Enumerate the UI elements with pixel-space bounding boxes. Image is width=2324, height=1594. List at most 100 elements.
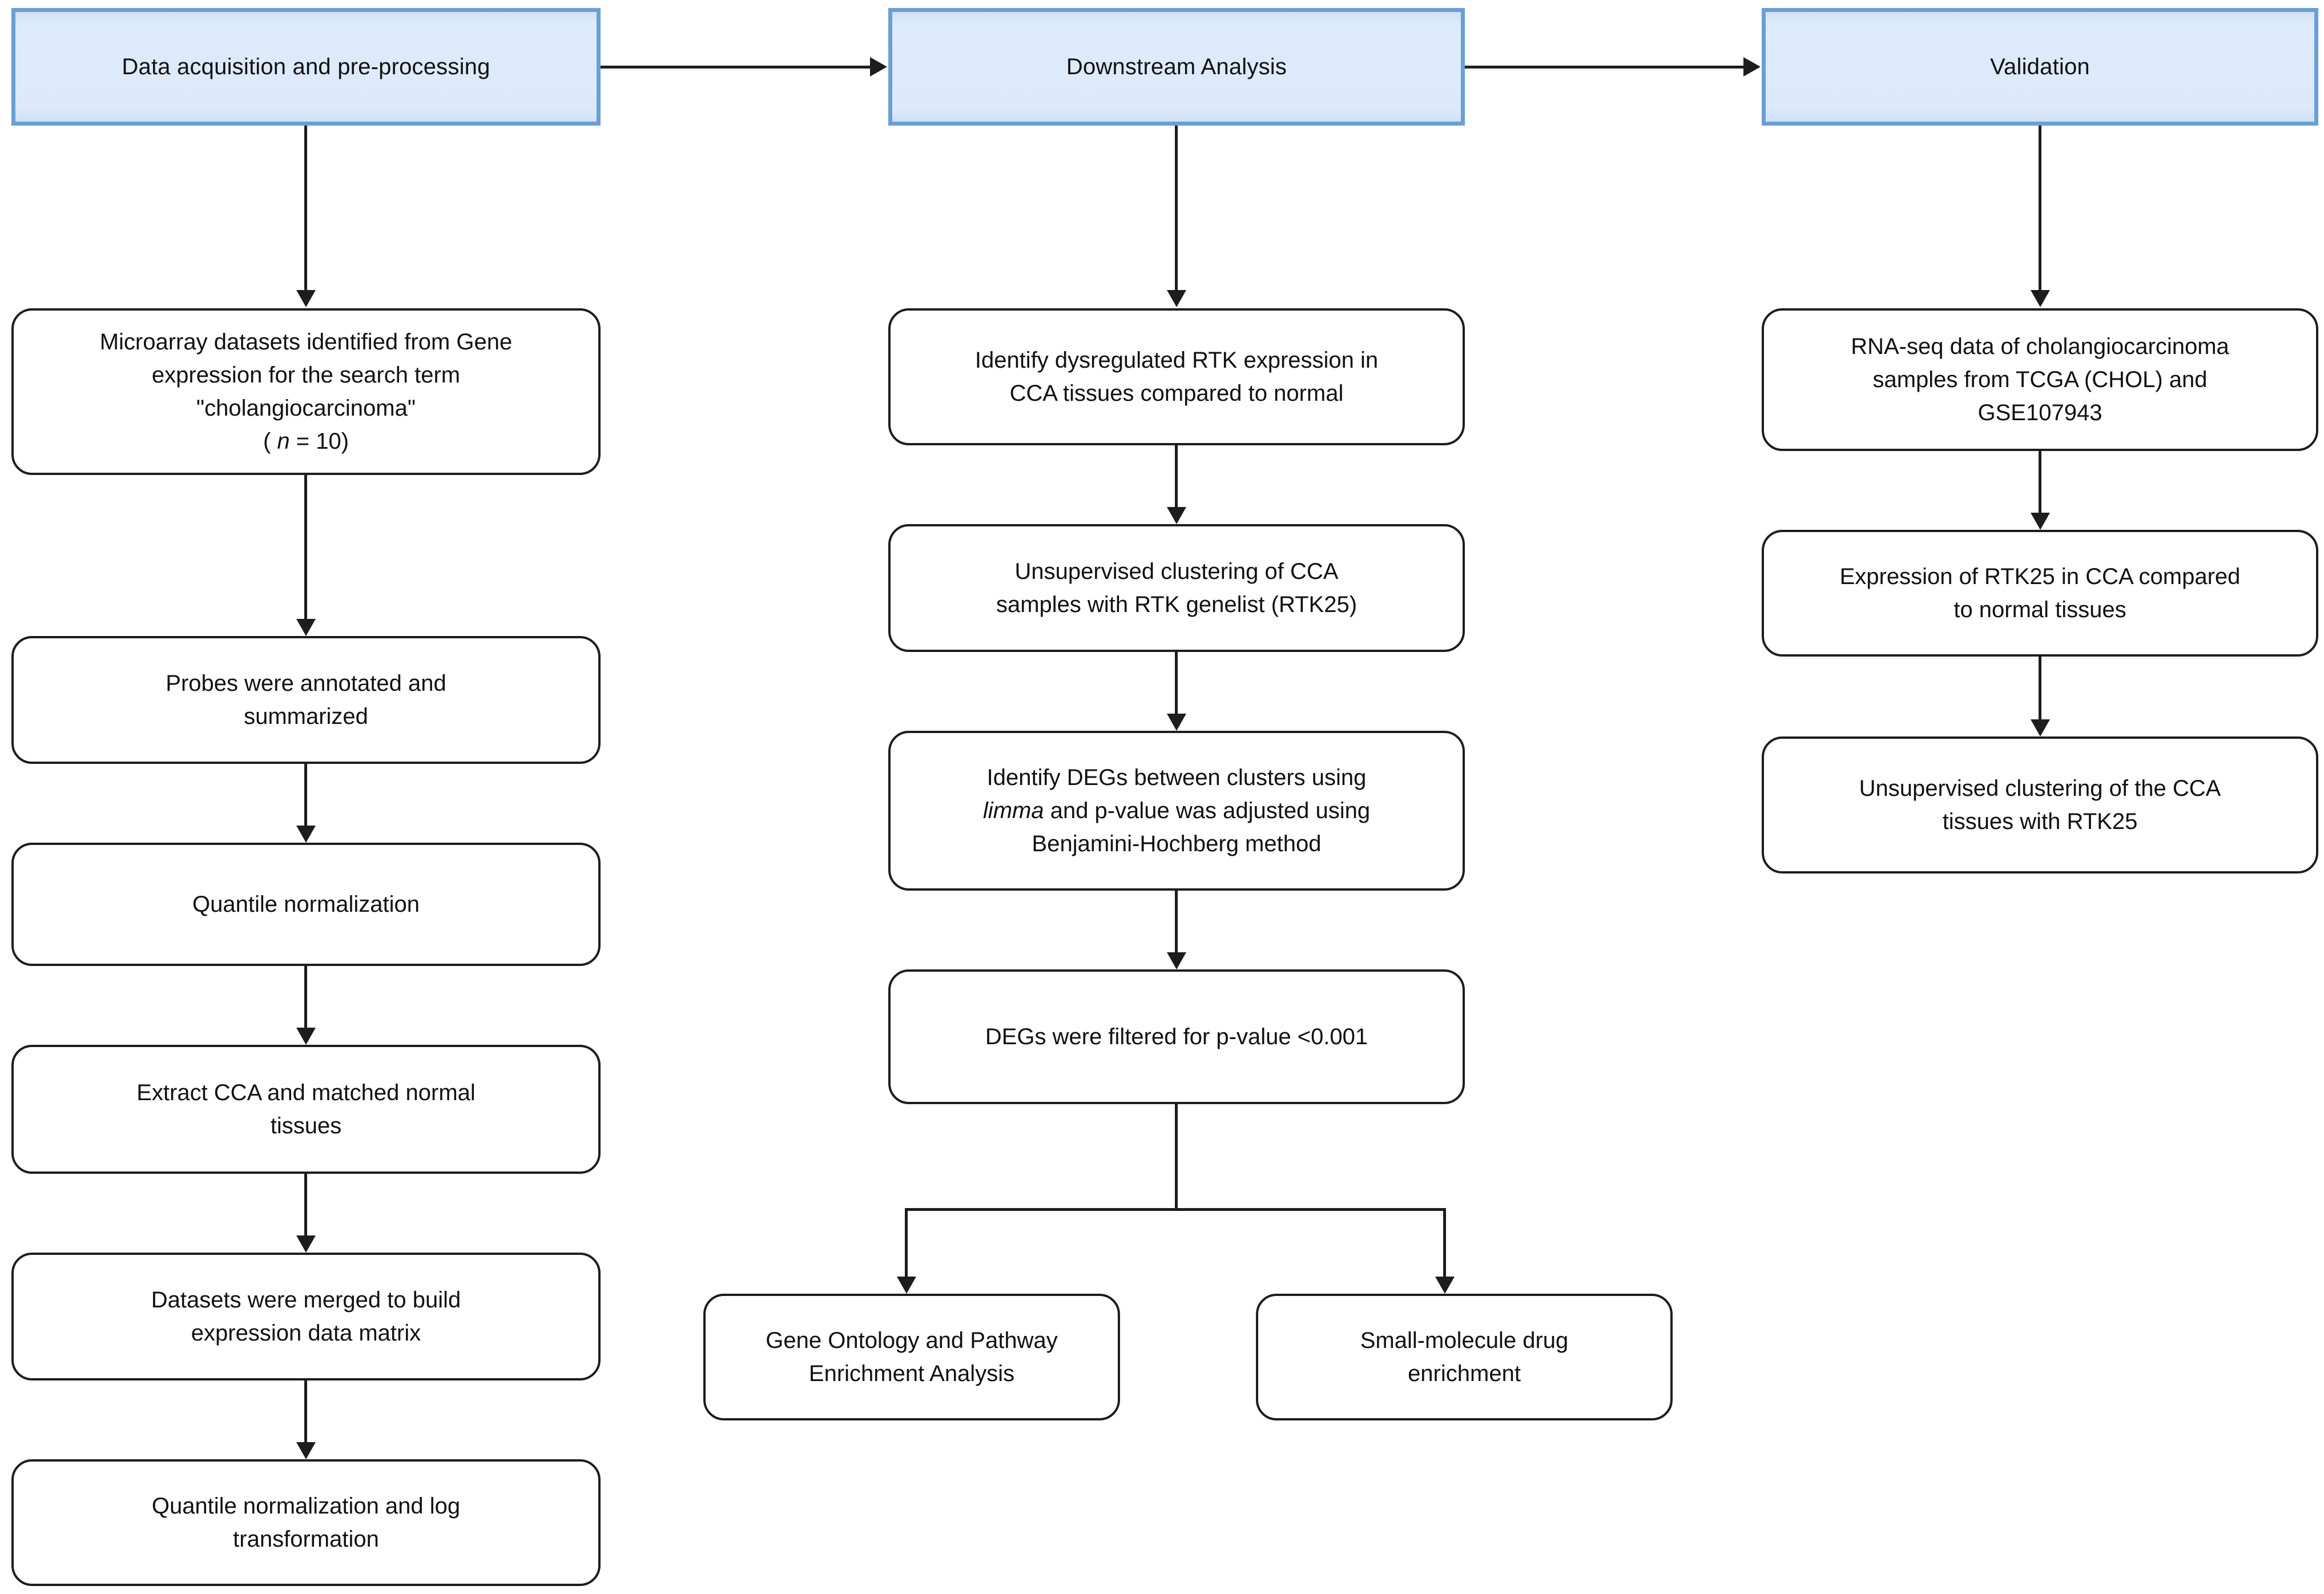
step-box-datasets-merged[interactable]: Datasets were merged to build expression… <box>11 1253 601 1380</box>
arrow-phase2-to-phase3 <box>1743 57 1761 77</box>
italic-n: n <box>277 429 290 454</box>
step-box-unsupervised-clustering-cca-rtk25[interactable]: Unsupervised clustering of the CCA tissu… <box>1762 736 2318 874</box>
connector-c2-s2-s3 <box>1175 652 1178 715</box>
line-1: Quantile normalization and log <box>151 1494 461 1519</box>
line-2: tissues <box>270 1113 342 1138</box>
phase-box-data-acquisition[interactable]: Data acquisition and pre-processing <box>11 8 601 126</box>
step-text-quantile-normalization: Quantile normalization <box>29 888 583 921</box>
phase-box-downstream-analysis[interactable]: Downstream Analysis <box>888 8 1465 126</box>
line-1: Identify DEGs between clusters using <box>986 765 1367 790</box>
line-3: Benjamini-Hochberg method <box>1032 831 1322 856</box>
arrow-phase3-to-step1 <box>2031 290 2050 307</box>
connector-c1-s5-s6 <box>304 1380 307 1443</box>
step-box-extract-cca-normal[interactable]: Extract CCA and matched normal tissues <box>11 1045 601 1174</box>
arrow-phase2-to-step1 <box>1167 290 1186 307</box>
line-2: transformation <box>233 1527 379 1552</box>
step-box-identify-dysregulated-rtk[interactable]: Identify dysregulated RTK expression in … <box>888 308 1465 445</box>
arrow-c1-s5-s6 <box>296 1442 316 1459</box>
step-text-extract-cca-normal: Extract CCA and matched normal tissues <box>29 1076 583 1142</box>
connector-c2-split-stem <box>1175 1104 1178 1210</box>
connector-c1-s3-s4 <box>304 966 307 1029</box>
step-box-identify-degs-limma[interactable]: Identify DEGs between clusters using lim… <box>888 731 1465 891</box>
line-1: Probes were annotated and <box>166 671 446 696</box>
connector-phase3-to-step1 <box>2039 126 2041 291</box>
connector-c2-s3-s4 <box>1175 891 1178 953</box>
line-1: Quantile normalization <box>192 892 420 917</box>
arrow-c1-s3-s4 <box>296 1028 316 1045</box>
step-text-identify-dysregulated-rtk: Identify dysregulated RTK expression in … <box>905 344 1448 410</box>
connector-phase1-to-phase2 <box>601 66 870 69</box>
line-2: Enrichment Analysis <box>808 1361 1015 1386</box>
line-1: Microarray datasets identified from Gene <box>99 329 513 355</box>
line-2: tissues with RTK25 <box>1942 809 2138 834</box>
phase-label-validation: Validation <box>1990 54 2090 79</box>
arrow-c3-s2-s3 <box>2031 719 2050 736</box>
arrow-c2-split-right <box>1435 1277 1455 1294</box>
step-box-microarray-datasets[interactable]: Microarray datasets identified from Gene… <box>11 308 601 475</box>
line-1: Gene Ontology and Pathway <box>766 1328 1058 1353</box>
phase-label-data-acquisition: Data acquisition and pre-processing <box>122 54 490 79</box>
connector-phase1-to-step1 <box>304 126 307 291</box>
line-1: Unsupervised clustering of CCA <box>1014 559 1339 584</box>
connector-phase2-to-phase3 <box>1465 66 1743 69</box>
line-2: CCA tissues compared to normal <box>1009 381 1344 406</box>
step-box-quantile-normalization[interactable]: Quantile normalization <box>11 843 601 966</box>
line-1: Datasets were merged to build <box>151 1287 461 1313</box>
line-1: Small-molecule drug <box>1360 1328 1569 1353</box>
connector-c2-split-right <box>1443 1208 1446 1278</box>
italic-limma: limma <box>982 798 1044 823</box>
connector-phase2-to-step1 <box>1175 126 1178 291</box>
connector-c3-s2-s3 <box>2039 657 2041 720</box>
line-3: "cholangiocarcinoma" <box>196 396 416 421</box>
line-3: GSE107943 <box>1977 400 2103 425</box>
connector-c3-s1-s2 <box>2039 451 2041 514</box>
arrow-c1-s2-s3 <box>296 826 316 843</box>
connector-c1-s2-s3 <box>304 764 307 827</box>
step-box-small-molecule-drug[interactable]: Small-molecule drug enrichment <box>1256 1294 1673 1420</box>
step-text-identify-degs-limma: Identify DEGs between clusters using lim… <box>905 761 1448 860</box>
arrow-c2-s3-s4 <box>1167 952 1186 969</box>
line-2: enrichment <box>1408 1361 1521 1386</box>
line-2: expression data matrix <box>191 1321 421 1346</box>
step-text-go-pathway-enrichment: Gene Ontology and Pathway Enrichment Ana… <box>720 1324 1103 1390</box>
arrow-c1-s4-s5 <box>296 1235 316 1253</box>
step-text-microarray-datasets: Microarray datasets identified from Gene… <box>29 325 583 458</box>
arrow-c2-split-left <box>897 1277 916 1294</box>
connector-c2-split-bar <box>905 1208 1446 1211</box>
arrow-c2-s1-s2 <box>1167 507 1186 524</box>
line-2: expression for the search term <box>151 363 461 388</box>
line-1: Extract CCA and matched normal <box>136 1080 476 1105</box>
line-1: Unsupervised clustering of the CCA <box>1859 776 2221 801</box>
step-text-expression-rtk25-cca: Expression of RTK25 in CCA compared to n… <box>1779 560 2301 626</box>
arrow-phase1-to-step1 <box>296 290 316 307</box>
line-1: Expression of RTK25 in CCA compared <box>1839 564 2241 589</box>
arrow-c3-s1-s2 <box>2031 513 2050 530</box>
sample-size-value: = 10) <box>289 429 349 454</box>
line-4-sample-size: ( n = 10) <box>263 429 349 454</box>
line-2: to normal tissues <box>1954 597 2126 622</box>
phase-box-validation[interactable]: Validation <box>1762 8 2318 126</box>
connector-c2-s1-s2 <box>1175 445 1178 508</box>
step-text-rnaseq-tcga-gse: RNA-seq data of cholangiocarcinoma sampl… <box>1779 330 2301 429</box>
connector-c2-split-left <box>905 1208 908 1278</box>
paren-open: ( <box>263 429 277 454</box>
step-box-unsupervised-clustering-rtk25[interactable]: Unsupervised clustering of CCA samples w… <box>888 524 1465 652</box>
step-box-rnaseq-tcga-gse[interactable]: RNA-seq data of cholangiocarcinoma sampl… <box>1762 308 2318 451</box>
line-1: Identify dysregulated RTK expression in <box>974 348 1379 373</box>
step-text-unsupervised-clustering-rtk25: Unsupervised clustering of CCA samples w… <box>905 555 1448 621</box>
step-box-degs-filtered[interactable]: DEGs were filtered for p-value <0.001 <box>888 969 1465 1104</box>
connector-c1-s1-s2 <box>304 475 307 620</box>
step-box-go-pathway-enrichment[interactable]: Gene Ontology and Pathway Enrichment Ana… <box>703 1294 1120 1420</box>
line-1: RNA-seq data of cholangiocarcinoma <box>1851 334 2229 359</box>
line-2: limma and p-value was adjusted using <box>983 798 1370 823</box>
line-2-rest: and p-value was adjusted using <box>1044 798 1371 823</box>
step-text-small-molecule-drug: Small-molecule drug enrichment <box>1273 1324 1656 1390</box>
step-box-probes-annotated[interactable]: Probes were annotated and summarized <box>11 636 601 764</box>
line-2: samples from TCGA (CHOL) and <box>1872 367 2208 392</box>
step-box-expression-rtk25-cca[interactable]: Expression of RTK25 in CCA compared to n… <box>1762 530 2318 657</box>
line-1: DEGs were filtered for p-value <0.001 <box>985 1024 1368 1049</box>
step-text-degs-filtered: DEGs were filtered for p-value <0.001 <box>905 1020 1448 1053</box>
step-box-quantile-norm-log[interactable]: Quantile normalization and log transform… <box>11 1459 601 1586</box>
connector-c1-s4-s5 <box>304 1174 307 1237</box>
